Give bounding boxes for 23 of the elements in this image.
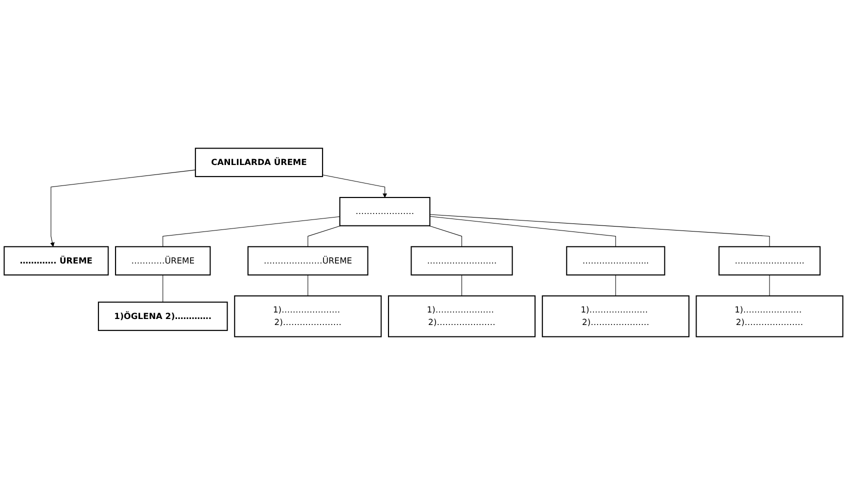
- node-box: …………………ÜREME: [247, 246, 368, 276]
- node-box: 1)ÖGLENA 2)………….: [98, 302, 228, 331]
- connector: [162, 274, 164, 302]
- node-box: 1)………………… 2)…………………: [388, 295, 536, 338]
- node-box: …………ÜREME: [115, 246, 211, 276]
- node-box: …………………...: [566, 246, 666, 276]
- node-box: …………………….: [410, 246, 513, 276]
- connector: [430, 216, 616, 247]
- node-box: 1)………………… 2)…………………: [696, 295, 844, 338]
- node-box: …………. ÜREME: [4, 246, 109, 276]
- node-box: …………………: [339, 196, 430, 226]
- node-box: 1)………………… 2)…………………: [234, 295, 382, 338]
- node-box: 1)………………… 2)…………………: [542, 295, 690, 338]
- connector: [162, 216, 340, 247]
- connector: [428, 225, 462, 247]
- connector: [308, 225, 341, 247]
- node-box: …………………….: [718, 246, 821, 276]
- connector: [769, 274, 770, 296]
- node-box: CANLILARDA ÜREME: [194, 148, 324, 178]
- connector: [615, 274, 616, 296]
- arrow: [50, 170, 196, 247]
- connector: [430, 214, 770, 247]
- arrow: [322, 174, 388, 198]
